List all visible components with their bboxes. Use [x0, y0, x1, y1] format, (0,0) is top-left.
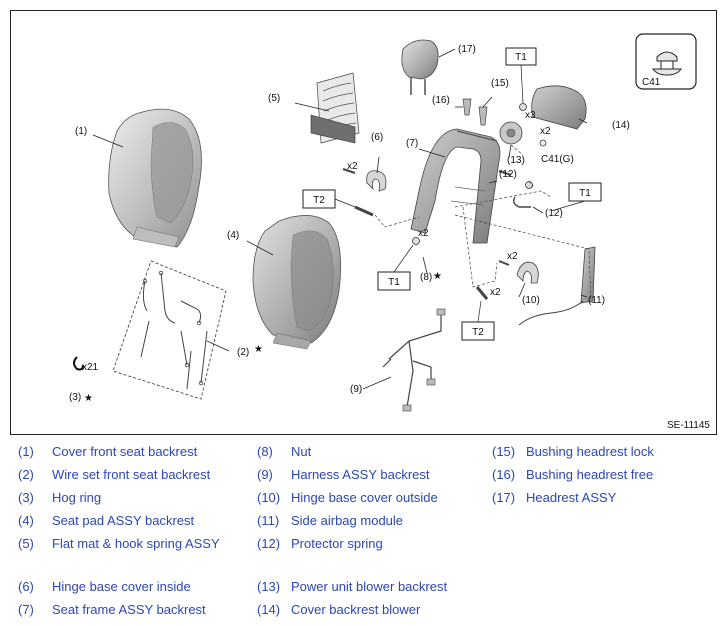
wire-set-group: [112, 260, 227, 400]
callout-1: (1): [75, 126, 87, 137]
callout-11: (11): [588, 295, 605, 306]
bushing-free-icon: [462, 98, 472, 116]
torque-tag-t2-bottom: T2: [472, 327, 484, 338]
nut-icon: [519, 103, 527, 111]
legend-item-16: (16)Bushing headrest free: [492, 467, 654, 482]
star-3: ★: [84, 393, 93, 404]
blower-unit: [499, 121, 523, 145]
assembly-lines: [374, 144, 592, 304]
legend-item-7: (7)Seat frame ASSY backrest: [18, 602, 206, 617]
qty-bolt-t2: x2: [490, 287, 501, 298]
parts-legend: (1)Cover front seat backrest (2)Wire set…: [18, 444, 718, 624]
protector-spring-upper: [498, 170, 512, 176]
star-2: ★: [254, 344, 263, 355]
callout-12-upper: (12): [499, 169, 517, 180]
bushing-lock-icon: [478, 106, 488, 126]
legend-item-4: (4)Seat pad ASSY backrest: [18, 513, 195, 528]
clip-icon: [539, 139, 547, 147]
callout-3: (3): [69, 392, 81, 403]
headrest: [401, 39, 439, 95]
qty-nut: x2: [418, 228, 429, 239]
hinge-cover-inside: [366, 170, 387, 192]
callout-15: (15): [491, 78, 509, 89]
callout-14: (14): [612, 120, 630, 131]
callout-12-lower: (12): [545, 208, 563, 219]
figure-id: SE-11145: [667, 420, 710, 431]
legend-item-5: (5)Flat mat & hook spring ASSY: [18, 536, 220, 551]
seat-backrest-cover: [108, 108, 202, 248]
hog-ring-icon: [73, 356, 84, 371]
legend-item-9: (9)Harness ASSY backrest: [257, 467, 430, 482]
qty-clip: x2: [540, 126, 551, 137]
legend-item-8: (8)Nut: [257, 444, 312, 459]
legend-item-6: (6)Hinge base cover inside: [18, 579, 191, 594]
callout-4: (4): [227, 230, 239, 241]
callout-9: (9): [350, 384, 362, 395]
star-8: ★: [433, 271, 442, 282]
protector-spring-lower: [512, 196, 531, 208]
nut-icon: [525, 181, 533, 189]
clip-c41-inset: C41: [635, 33, 697, 90]
torque-tag-t2-left: T2: [313, 195, 325, 206]
qty-nut-top: x3: [525, 110, 536, 121]
callout-17: (17): [458, 44, 476, 55]
legend-item-14: (14)Cover backrest blower: [257, 602, 421, 617]
legend-item-3: (3)Hog ring: [18, 490, 102, 505]
legend-item-17: (17)Headrest ASSY: [492, 490, 617, 505]
callout-5: (5): [268, 93, 280, 104]
clip-box-label: C41: [642, 77, 661, 88]
qty-hinge-inside: x2: [347, 161, 358, 172]
side-airbag-module: [518, 246, 596, 326]
clip-icon: [652, 51, 682, 76]
legend-item-2: (2)Wire set front seat backrest: [18, 467, 211, 482]
leader-lines: [92, 48, 588, 390]
callout-13: (13): [507, 155, 525, 166]
callout-8: (8): [420, 272, 432, 283]
callout-6: (6): [371, 132, 383, 143]
torque-tag-t1-top: T1: [515, 52, 527, 63]
tag-leaders: [334, 64, 586, 323]
clip-ref-label: C41(G): [541, 154, 574, 165]
seat-pad-backrest: [252, 215, 341, 350]
nut-icon: [412, 237, 420, 245]
legend-item-1: (1)Cover front seat backrest: [18, 444, 198, 459]
legend-item-10: (10)Hinge base cover outside: [257, 490, 438, 505]
legend-item-12: (12)Protector spring: [257, 536, 383, 551]
qty-hog-ring: x21: [82, 362, 99, 373]
hinge-cover-outside: [516, 261, 539, 284]
callout-10: (10): [522, 295, 540, 306]
callout-2: (2): [237, 347, 249, 358]
legend-item-15: (15)Bushing headrest lock: [492, 444, 654, 459]
exploded-diagram: (1) (2) (3) (4) (5) (6) (7) (8) (9) (10)…: [10, 10, 717, 435]
bolt-icon: [475, 286, 489, 300]
qty-hinge-outside: x2: [507, 251, 518, 262]
diagram-canvas: (1) (2) (3) (4) (5) (6) (7) (8) (9) (10)…: [69, 33, 697, 412]
legend-item-11: (11)Side airbag module: [257, 513, 404, 528]
torque-tag-t1-right: T1: [579, 188, 591, 199]
seat-frame-backrest: [410, 128, 501, 244]
bolt-icon: [342, 168, 356, 174]
flat-mat-spring: [310, 72, 360, 144]
bolt-icon: [498, 260, 510, 266]
torque-tag-t1-nut: T1: [388, 277, 400, 288]
harness-backrest: [382, 308, 446, 412]
bolt-icon: [354, 205, 374, 217]
callout-16: (16): [432, 95, 450, 106]
callout-7: (7): [406, 138, 418, 149]
legend-item-13: (13)Power unit blower backrest: [257, 579, 448, 594]
blower-cover: [531, 85, 587, 130]
